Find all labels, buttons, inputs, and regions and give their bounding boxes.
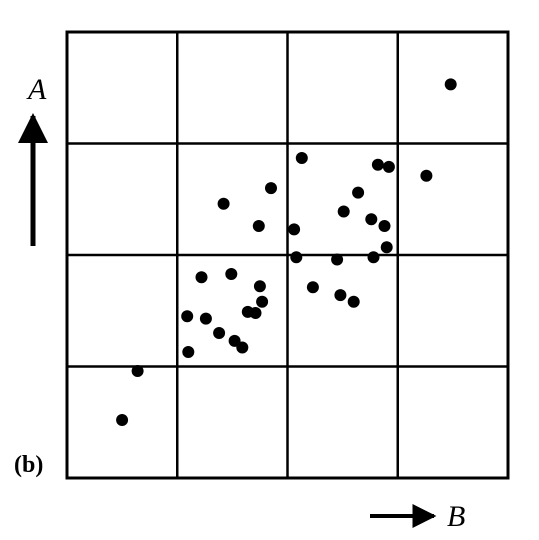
data-point [252, 220, 265, 232]
y-axis-label: A [26, 73, 47, 106]
data-point [182, 346, 195, 358]
data-point [444, 78, 457, 91]
data-point [295, 152, 308, 164]
grid [65, 30, 510, 480]
data-point [225, 268, 238, 280]
data-point [352, 186, 365, 199]
data-point [199, 312, 212, 325]
data-points [116, 78, 457, 426]
data-point [131, 365, 144, 377]
data-point [420, 169, 433, 182]
data-point [306, 281, 319, 294]
data-point [367, 251, 380, 264]
data-point [256, 295, 269, 308]
data-point [217, 197, 230, 210]
data-point [116, 414, 129, 426]
data-point [382, 160, 395, 173]
data-point [378, 220, 391, 232]
data-point [236, 341, 249, 354]
data-point [331, 253, 344, 266]
data-point [365, 213, 378, 226]
data-point [337, 205, 350, 218]
data-point [290, 251, 303, 264]
data-point [347, 295, 360, 308]
data-point [380, 241, 393, 254]
x-axis-label: B [447, 500, 465, 533]
data-point [288, 223, 301, 236]
data-point [265, 182, 277, 195]
data-point [249, 307, 262, 319]
data-point [181, 310, 194, 323]
data-point [213, 327, 226, 339]
panel-label: (b) [14, 452, 43, 478]
data-point [334, 289, 347, 302]
data-point [371, 158, 384, 171]
data-point [195, 271, 208, 284]
data-point [253, 280, 266, 293]
